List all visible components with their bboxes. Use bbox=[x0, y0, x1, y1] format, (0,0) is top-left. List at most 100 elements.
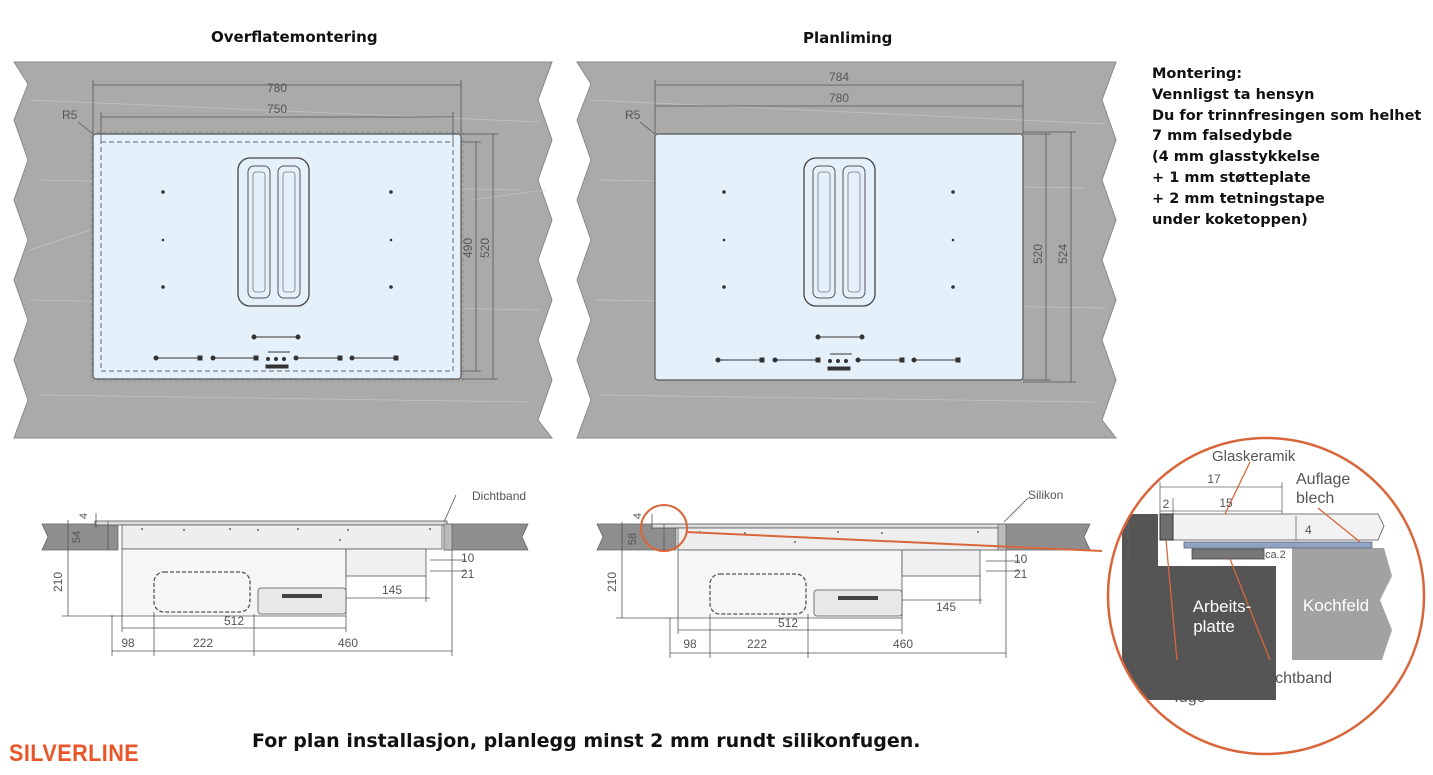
note-line: (4 mm glasstykkelse bbox=[1152, 149, 1320, 166]
detail-dim-17: 17 bbox=[1207, 472, 1221, 486]
seal-label: Silikon bbox=[1028, 488, 1063, 502]
cooktop-glass bbox=[654, 133, 1024, 381]
zone-markers bbox=[161, 190, 393, 289]
dim-glass: 4 bbox=[632, 513, 644, 519]
detail-seal-label: Dichtband bbox=[1260, 670, 1332, 687]
mounting-notes: Montering: Vennligst ta hensyn Du for tr… bbox=[1152, 64, 1421, 230]
surface-section: 4 54 210 Dichtband 10 21 145 512 98 222 … bbox=[41, 489, 529, 656]
hood-vent bbox=[803, 157, 876, 307]
dim-outer-width: 784 bbox=[829, 70, 849, 84]
glass-slab bbox=[94, 520, 448, 526]
dim-rebate: 54 bbox=[71, 531, 83, 543]
detail-callout-circle bbox=[640, 504, 688, 552]
detail-frame bbox=[1106, 436, 1426, 756]
detail-dim-ca7: ca.7 bbox=[1126, 533, 1149, 547]
detail-silicone-label: fuge bbox=[1174, 689, 1205, 706]
dim-glass: 4 bbox=[78, 513, 90, 519]
dim-inner-width: 750 bbox=[267, 102, 287, 116]
dim-height: 210 bbox=[51, 572, 65, 592]
detail-support-label: Auflage bbox=[1296, 471, 1350, 488]
note-line: under koketoppen) bbox=[1152, 211, 1308, 228]
note-line: + 1 mm støtteplate bbox=[1152, 169, 1311, 186]
footer-note: For plan installasjon, planlegg minst 2 … bbox=[252, 730, 921, 752]
dim-512: 512 bbox=[778, 616, 798, 630]
glass-slab bbox=[651, 523, 1005, 529]
dimension-lines bbox=[77, 80, 498, 380]
touch-controls bbox=[715, 334, 961, 371]
detail-dim-ca2: ca.2 bbox=[1265, 549, 1286, 561]
dim-21: 21 bbox=[461, 567, 475, 581]
worktop-block bbox=[1122, 514, 1276, 700]
body-dots bbox=[141, 528, 431, 541]
dim-10: 10 bbox=[1014, 552, 1028, 566]
cutout-outline-outer bbox=[90, 131, 464, 382]
note-line: + 2 mm tetningstape bbox=[1152, 190, 1325, 207]
brand-logo: SILVERLINE bbox=[9, 740, 140, 767]
dim-512: 512 bbox=[224, 614, 244, 628]
detail-glass-label: Glaskeramik bbox=[1212, 448, 1296, 465]
worktop-section-right bbox=[443, 523, 529, 551]
heading-surface-mount: Overflatemontering bbox=[211, 28, 378, 46]
duct-outline bbox=[153, 571, 251, 613]
dim-460: 460 bbox=[338, 636, 358, 650]
dim-222: 222 bbox=[747, 637, 767, 651]
zone-markers bbox=[722, 190, 955, 289]
dimension-lines bbox=[639, 80, 1076, 383]
dim-460: 460 bbox=[893, 637, 913, 651]
surface-plan: 780 750 R5 490 520 bbox=[13, 61, 554, 439]
note-line: 7 mm falsedybde bbox=[1152, 128, 1293, 145]
cooktop-glass bbox=[92, 133, 462, 380]
cooktop-block bbox=[1292, 548, 1392, 660]
fan-box bbox=[257, 587, 347, 615]
dim-21: 21 bbox=[1014, 567, 1028, 581]
dim-height: 210 bbox=[605, 572, 619, 592]
sealing-tape bbox=[1191, 548, 1265, 560]
section-dims bbox=[62, 494, 466, 656]
detail-dim-15: 15 bbox=[1219, 496, 1233, 510]
fan-box bbox=[813, 589, 903, 617]
detail-dims bbox=[1127, 482, 1297, 562]
dim-98: 98 bbox=[683, 637, 697, 651]
dim-outer-width: 780 bbox=[267, 81, 287, 95]
note-line: Montering: bbox=[1152, 66, 1243, 82]
detail-worktop-label: platte bbox=[1193, 617, 1235, 636]
callout-leader bbox=[685, 531, 1103, 552]
flush-plan: 784 780 R5 520 524 bbox=[576, 61, 1118, 439]
section-dims bbox=[616, 497, 1029, 658]
dim-145: 145 bbox=[936, 600, 956, 614]
seal-label: Dichtband bbox=[472, 489, 526, 503]
dim-radius: R5 bbox=[62, 108, 78, 122]
dim-222: 222 bbox=[193, 636, 213, 650]
detail-silicone-label: Silikon- bbox=[1172, 669, 1224, 686]
dim-inner-depth: 520 bbox=[1031, 244, 1045, 264]
dim-rebate: 58 bbox=[627, 533, 639, 545]
dim-inner-width: 780 bbox=[829, 91, 849, 105]
detail-support-label: blech bbox=[1296, 490, 1334, 507]
touch-controls bbox=[153, 334, 399, 369]
dim-98: 98 bbox=[121, 636, 135, 650]
detail-dim-2: 2 bbox=[1163, 497, 1170, 511]
detail-view: Glaskeramik Auflage blech 17 15 2 4 ca.7… bbox=[1106, 436, 1426, 756]
note-line: Vennligst ta hensyn bbox=[1152, 86, 1315, 103]
duct-outline bbox=[709, 573, 807, 615]
fan-slot bbox=[282, 594, 322, 598]
dim-145: 145 bbox=[382, 583, 402, 597]
detail-dim-4: 4 bbox=[1305, 523, 1312, 537]
flush-section: 4 58 210 Silikon 10 21 145 512 98 222 46… bbox=[596, 488, 1103, 658]
dim-10: 10 bbox=[461, 551, 475, 565]
note-line: Du for trinnfresingen som helhet bbox=[1152, 107, 1422, 124]
detail-cooktop-label: Kochfeld bbox=[1303, 596, 1369, 615]
dim-outer-depth: 524 bbox=[1056, 244, 1070, 264]
hood-vent bbox=[237, 157, 310, 307]
glass-layer bbox=[1159, 513, 1385, 541]
fan-slot bbox=[838, 596, 878, 600]
side-box bbox=[345, 548, 427, 577]
dim-radius: R5 bbox=[625, 108, 641, 122]
side-box bbox=[901, 549, 981, 577]
seal-strip bbox=[443, 523, 453, 551]
cooktop-body bbox=[121, 524, 443, 550]
dim-inner-depth: 490 bbox=[461, 238, 475, 258]
silicone-strip bbox=[997, 523, 1007, 551]
